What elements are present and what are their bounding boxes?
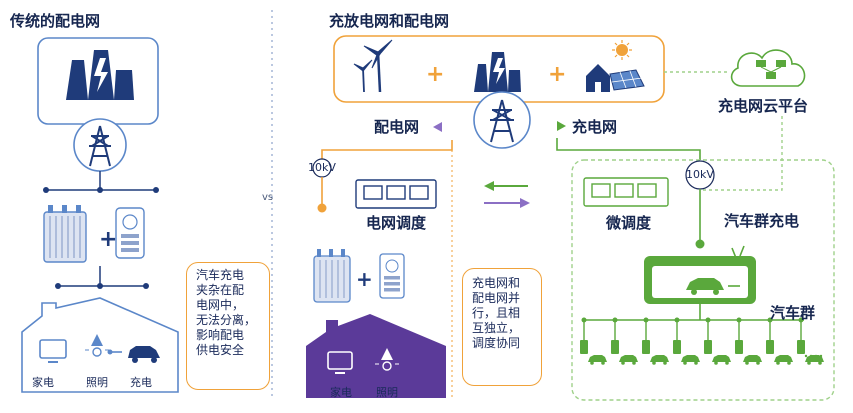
right-appliance-label-2: 照明 — [376, 386, 398, 399]
kv-label-right: 10kV — [686, 168, 714, 181]
transformer-icon-right — [313, 249, 351, 303]
fleet-vehicle — [611, 317, 638, 365]
svg-text:+: + — [426, 62, 444, 87]
vehicle-fleet — [580, 317, 824, 365]
solar-house-icon — [586, 40, 645, 92]
left-note-box — [186, 262, 270, 390]
charging-grid-label: 充电网 — [572, 118, 618, 136]
power-plant-icon — [66, 50, 134, 100]
fleet-ellipsis-dot — [814, 354, 818, 358]
right-title: 充放电网和配电网 — [329, 12, 450, 30]
left-appliance-label-1: 家电 — [32, 376, 54, 389]
kv-label-left: 10kV — [308, 161, 336, 174]
svg-text:+: + — [548, 62, 566, 87]
right-note: 充电网和 配电网并 行，且相 互独立， 调度协同 — [472, 276, 521, 350]
charging-station-icon — [644, 245, 756, 304]
traditional-grid-section: + — [21, 37, 179, 393]
fleet-vehicle — [673, 317, 700, 365]
svg-text:+: + — [356, 267, 373, 291]
grid-dispatch-screens-icon — [363, 185, 429, 200]
svg-text:+: + — [99, 227, 117, 252]
fleet-vehicle — [580, 317, 607, 365]
charging-grid-section: + + — [306, 35, 835, 401]
car-plug-icon — [107, 346, 160, 363]
right-note-box — [462, 268, 542, 386]
grid-dispatch-box — [355, 179, 437, 209]
wind-turbine-icon — [353, 39, 393, 93]
fleet-ellipsis-dot — [819, 354, 823, 358]
fleet-label: 汽车群 — [770, 304, 816, 322]
fleet-vehicle — [735, 317, 762, 365]
left-appliance-label-3: 充电 — [130, 376, 152, 389]
meter-icon-right — [379, 253, 405, 299]
power-plant-icon-right — [474, 52, 521, 92]
transmission-tower-icon — [89, 125, 111, 167]
vs-label: vs — [262, 192, 274, 203]
fleet-charging-label: 汽车群充电 — [724, 212, 800, 230]
lamp-icon — [85, 334, 109, 357]
lamp-icon-right — [375, 348, 399, 371]
micro-dispatch-screens-icon — [591, 183, 657, 198]
exchange-arrows-icon — [484, 181, 530, 208]
distribution-arrow-icon — [433, 122, 442, 132]
grid-dispatch-label: 电网调度 — [366, 214, 427, 232]
charging-network-region — [571, 159, 835, 401]
cloud-platform-label: 充电网云平台 — [718, 97, 809, 115]
fleet-ellipsis-dot — [804, 354, 808, 358]
micro-dispatch-label: 微调度 — [606, 214, 652, 232]
transformer-icon — [43, 205, 87, 263]
micro-dispatch-box — [583, 177, 669, 207]
center-tower-icon — [490, 99, 514, 143]
left-appliance-label-2: 照明 — [86, 376, 108, 389]
distribution-grid-label: 配电网 — [374, 118, 420, 136]
left-title: 传统的配电网 — [10, 12, 101, 30]
cloud-platform-icon — [730, 49, 806, 87]
fleet-vehicle — [642, 317, 669, 365]
purple-house — [306, 314, 446, 398]
fleet-vehicle — [704, 317, 731, 365]
fleet-vehicle — [766, 317, 793, 365]
tv-icon — [39, 339, 67, 363]
left-note: 汽车充电 夹杂在配 电网中， 无法分离， 影响配电 供电安全 — [196, 268, 257, 357]
fleet-vehicle — [797, 317, 824, 365]
tv-icon-right — [327, 351, 353, 374]
right-appliance-label-1: 家电 — [330, 386, 352, 399]
fleet-ellipsis-dot — [809, 354, 813, 358]
meter-icon — [115, 207, 145, 259]
charging-arrow-icon — [557, 121, 566, 131]
